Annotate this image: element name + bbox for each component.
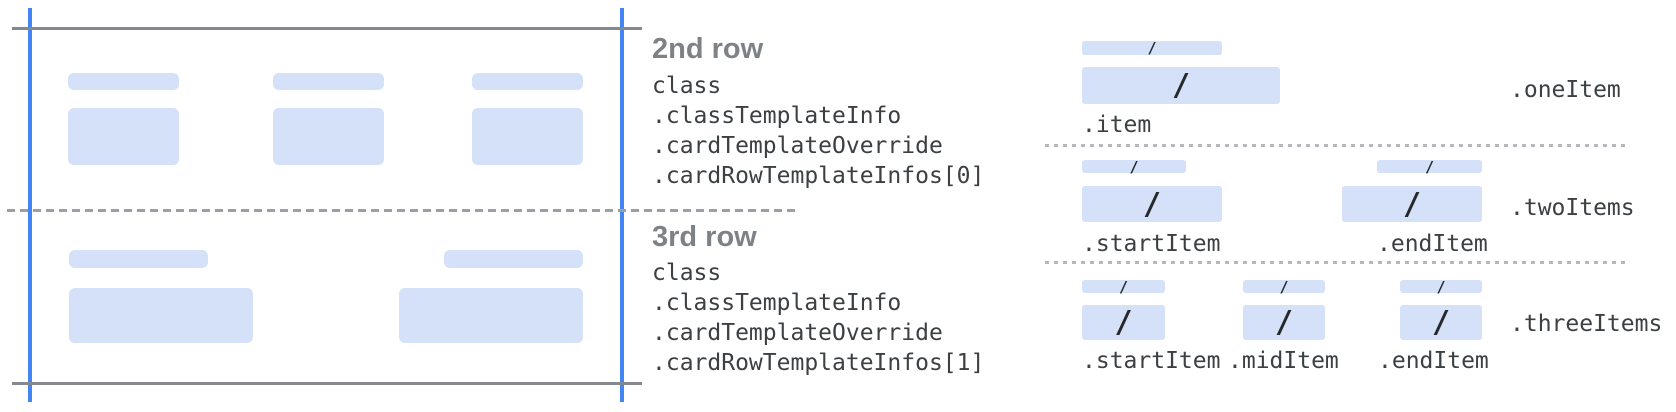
twoitems-enditem-value-bar: / (1342, 186, 1482, 222)
oneitem-item-value-bar: / (1082, 67, 1280, 104)
card-bottom-edge-guide (12, 382, 642, 385)
slash-placeholder: / (1274, 305, 1294, 340)
row-divider-dashed-line (7, 209, 800, 212)
template-separator-1 (1045, 144, 1630, 147)
slash-placeholder: / (1402, 186, 1422, 222)
row3-heading: 3rd row (652, 221, 757, 253)
threeitems-template-name: .threeItems (1510, 311, 1663, 337)
slash-placeholder: / (1129, 157, 1139, 176)
oneitem-item-field-label: .item (1082, 112, 1152, 138)
card-left-edge-guide (28, 8, 32, 402)
slash-placeholder: / (1142, 186, 1162, 222)
row2-path-line-4: .cardRowTemplateInfos[0] (652, 163, 985, 189)
row3-col2-label-bar (444, 250, 583, 268)
row2-col1-label-bar (68, 73, 179, 90)
row3-col2-value-block (399, 288, 583, 343)
twoitems-startitem-field-label: .startItem (1082, 231, 1221, 257)
slash-placeholder: / (1436, 277, 1446, 296)
row3-class-path: class .classTemplateInfo .cardTemplateOv… (652, 258, 984, 378)
threeitems-miditem-label-bar: / (1243, 277, 1325, 296)
slash-placeholder: / (1118, 277, 1129, 296)
row2-class-path: class .classTemplateInfo .cardTemplateOv… (652, 71, 984, 191)
row3-path-line-1: class (652, 260, 722, 286)
row2-heading: 2nd row (652, 33, 764, 65)
row2-path-line-3: .cardTemplateOverride (652, 133, 943, 159)
threeitems-enditem-field-label: .endItem (1378, 348, 1489, 374)
row3-col1-value-block (69, 288, 253, 343)
slash-placeholder: / (1279, 277, 1289, 296)
twoitems-enditem-field-label: .endItem (1377, 231, 1488, 257)
row3-col1-label-bar (69, 250, 208, 268)
slash-placeholder: / (1431, 305, 1451, 340)
threeitems-miditem-value-bar: / (1243, 305, 1325, 340)
row2-path-line-1: class (652, 73, 722, 99)
row2-path-line-2: .classTemplateInfo (652, 103, 902, 129)
slash-placeholder: / (1114, 305, 1133, 340)
row3-path-line-2: .classTemplateInfo (652, 290, 902, 316)
row3-path-line-3: .cardTemplateOverride (652, 320, 943, 346)
oneitem-template-name: .oneItem (1510, 77, 1621, 103)
threeitems-enditem-label-bar: / (1400, 277, 1482, 296)
threeitems-miditem-field-label: .midItem (1228, 348, 1339, 374)
twoitems-enditem-label-bar: / (1377, 157, 1482, 176)
template-separator-2 (1045, 261, 1630, 264)
slash-placeholder: / (1147, 39, 1157, 57)
card-top-edge-guide (12, 27, 642, 30)
row3-path-line-4: .cardRowTemplateInfos[1] (652, 350, 985, 376)
threeitems-startitem-label-bar: / (1082, 277, 1165, 296)
slash-placeholder: / (1424, 157, 1435, 176)
twoitems-startitem-value-bar: / (1082, 186, 1222, 222)
row2-col2-value-block (273, 108, 384, 165)
row2-col2-label-bar (273, 73, 384, 90)
slash-placeholder: / (1171, 68, 1191, 103)
card-right-edge-guide (620, 8, 624, 402)
row2-col3-label-bar (472, 73, 583, 90)
oneitem-item-label-bar: / (1082, 39, 1222, 57)
threeitems-startitem-field-label: .startItem (1082, 348, 1221, 374)
threeitems-startitem-value-bar: / (1082, 305, 1165, 340)
twoitems-startitem-label-bar: / (1082, 157, 1186, 176)
twoitems-template-name: .twoItems (1510, 195, 1635, 221)
threeitems-enditem-value-bar: / (1400, 305, 1482, 340)
row2-col1-value-block (68, 108, 179, 165)
row2-col3-value-block (472, 108, 583, 165)
